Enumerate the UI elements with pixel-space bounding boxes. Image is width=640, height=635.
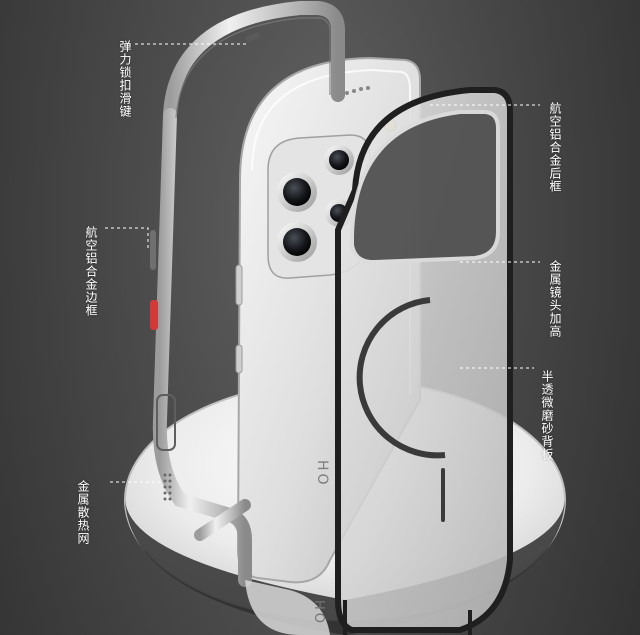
phone-brand-reflection: HO bbox=[311, 600, 326, 626]
callout-bumper-lock: 弹力锁扣滑键 bbox=[118, 40, 132, 118]
metal-vent-mesh bbox=[163, 473, 172, 501]
magnetic-ring bbox=[356, 297, 446, 459]
red-accent-key bbox=[150, 300, 158, 330]
pedestal-reflection: HO bbox=[245, 580, 330, 635]
callout-metal-lens: 金属镜头加高 bbox=[548, 260, 562, 338]
frosted-back-plate bbox=[335, 87, 513, 635]
callout-metal-vent: 金属散热网 bbox=[76, 480, 90, 545]
callout-aluminum-frame: 航空铝合金边框 bbox=[84, 226, 98, 317]
callout-aluminum-back: 航空铝合金后框 bbox=[548, 102, 562, 193]
aluminum-bumper-frame bbox=[150, 0, 345, 587]
phone-brand-text: HO bbox=[314, 460, 330, 488]
callout-lines bbox=[105, 43, 540, 483]
callout-frosted-back: 半透微磨砂背板 bbox=[540, 370, 554, 461]
